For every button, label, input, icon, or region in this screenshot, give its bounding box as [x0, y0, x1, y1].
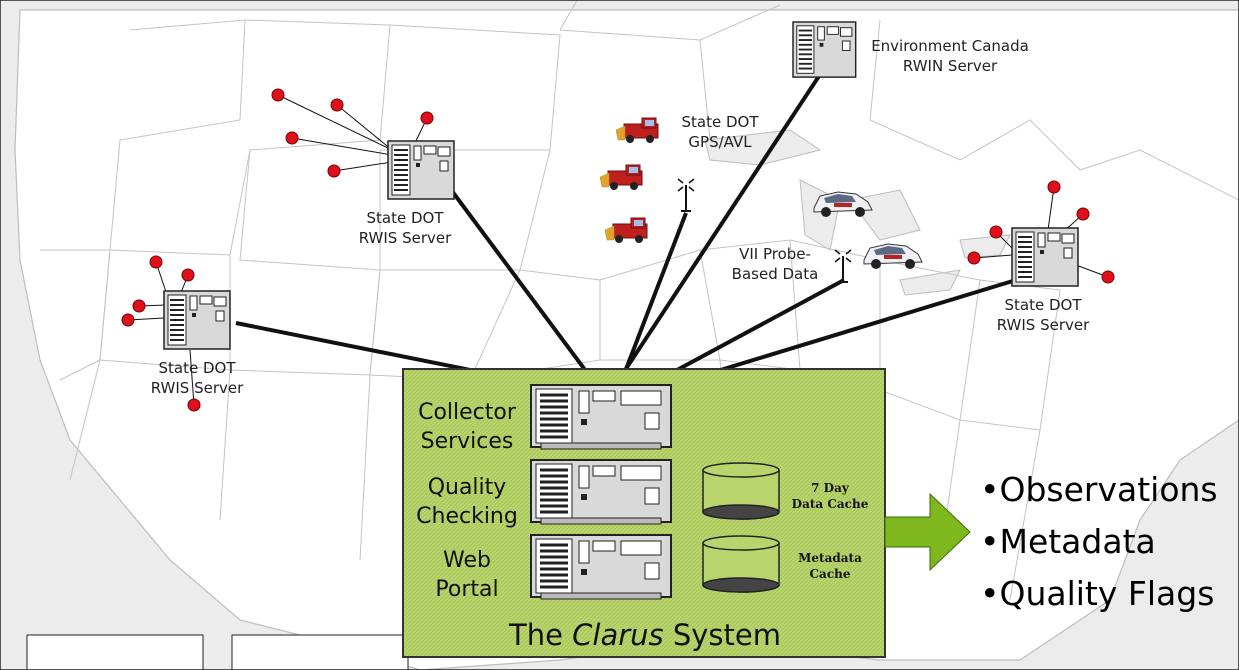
- gps-avl-label: State DOT GPS/AVL: [681, 113, 759, 151]
- metadata-cache-cylinder-icon: [702, 535, 780, 593]
- output-arrow-icon: [884, 492, 971, 572]
- web-portal-label: Web Portal: [435, 548, 499, 602]
- system-title-name: Clarus: [572, 618, 664, 652]
- rwis-sensors-north: [271, 88, 434, 178]
- system-title: The Clarus System: [404, 618, 886, 652]
- collector-server-icon: [529, 383, 673, 451]
- quality-server-icon: [529, 458, 673, 526]
- rwis-server-west-icon: [163, 290, 231, 350]
- data-cache-label: 7 Day Data Cache: [791, 481, 869, 511]
- output-observations: Observations: [980, 470, 1217, 510]
- output-quality-flags: Quality Flags: [980, 574, 1214, 614]
- system-title-prefix: The: [508, 618, 563, 652]
- output-metadata: Metadata: [980, 522, 1155, 562]
- portal-server-icon: [529, 533, 673, 601]
- rwis-sensors-west: [121, 255, 201, 412]
- env-canada-label: Environment Canada RWIN Server: [871, 37, 1029, 75]
- metadata-cache-label: Metadata Cache: [798, 551, 862, 581]
- clarus-system-box: [402, 368, 886, 658]
- data-cache-cylinder-icon: [702, 462, 780, 520]
- rwis-north-label: State DOT RWIS Server: [358, 209, 452, 247]
- rwis-east-label: State DOT RWIS Server: [996, 296, 1090, 334]
- system-title-suffix: System: [672, 618, 782, 652]
- vii-label: VII Probe- Based Data: [731, 245, 819, 283]
- rwis-server-north-icon: [387, 140, 455, 200]
- collector-services-label: Collector Services: [418, 400, 516, 454]
- quality-checking-label: Quality Checking: [416, 475, 518, 529]
- rwis-west-label: State DOT RWIS Server: [150, 359, 244, 397]
- rwis-server-east-icon: [1011, 227, 1079, 287]
